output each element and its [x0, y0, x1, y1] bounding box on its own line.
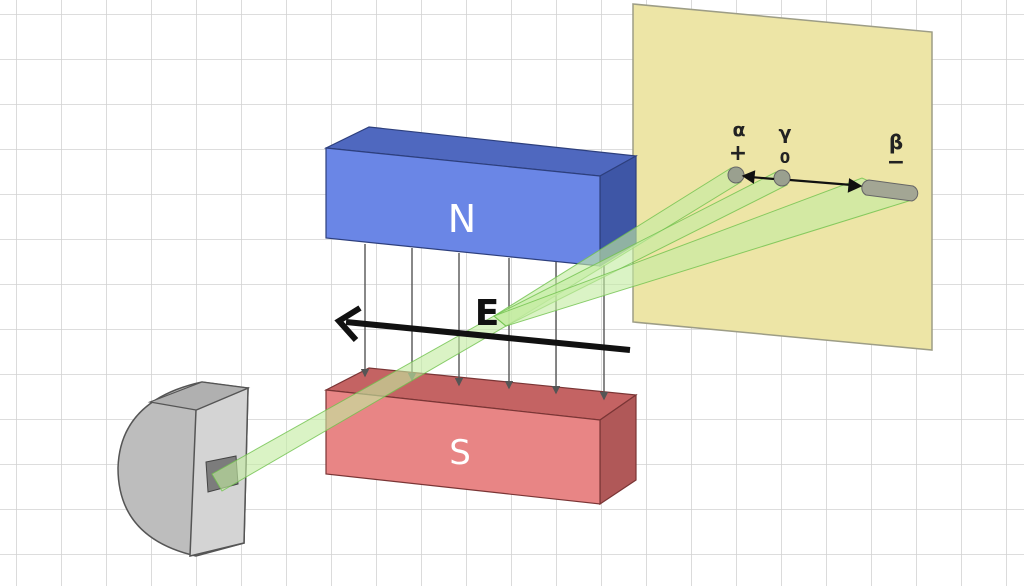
gamma-spot — [773, 169, 791, 187]
gamma-charge-label: 0 — [780, 149, 790, 167]
beta-charge-label: − — [887, 150, 905, 175]
alpha-symbol-label: α — [732, 119, 745, 141]
magnet-north — [323, 126, 638, 268]
deflection-arrows — [741, 170, 863, 193]
field-lines — [360, 244, 609, 401]
alpha-spot — [727, 166, 745, 184]
gamma-symbol-label: γ — [779, 122, 792, 144]
north-label: N — [448, 197, 476, 241]
field-direction-arrow — [334, 305, 631, 353]
alpha-charge-label: + — [729, 141, 747, 166]
field-label: E — [475, 293, 500, 334]
beta-spot — [861, 179, 919, 202]
beta-symbol-label: β — [889, 130, 903, 154]
south-label: S — [449, 433, 471, 473]
radiation-beams — [211, 167, 914, 492]
